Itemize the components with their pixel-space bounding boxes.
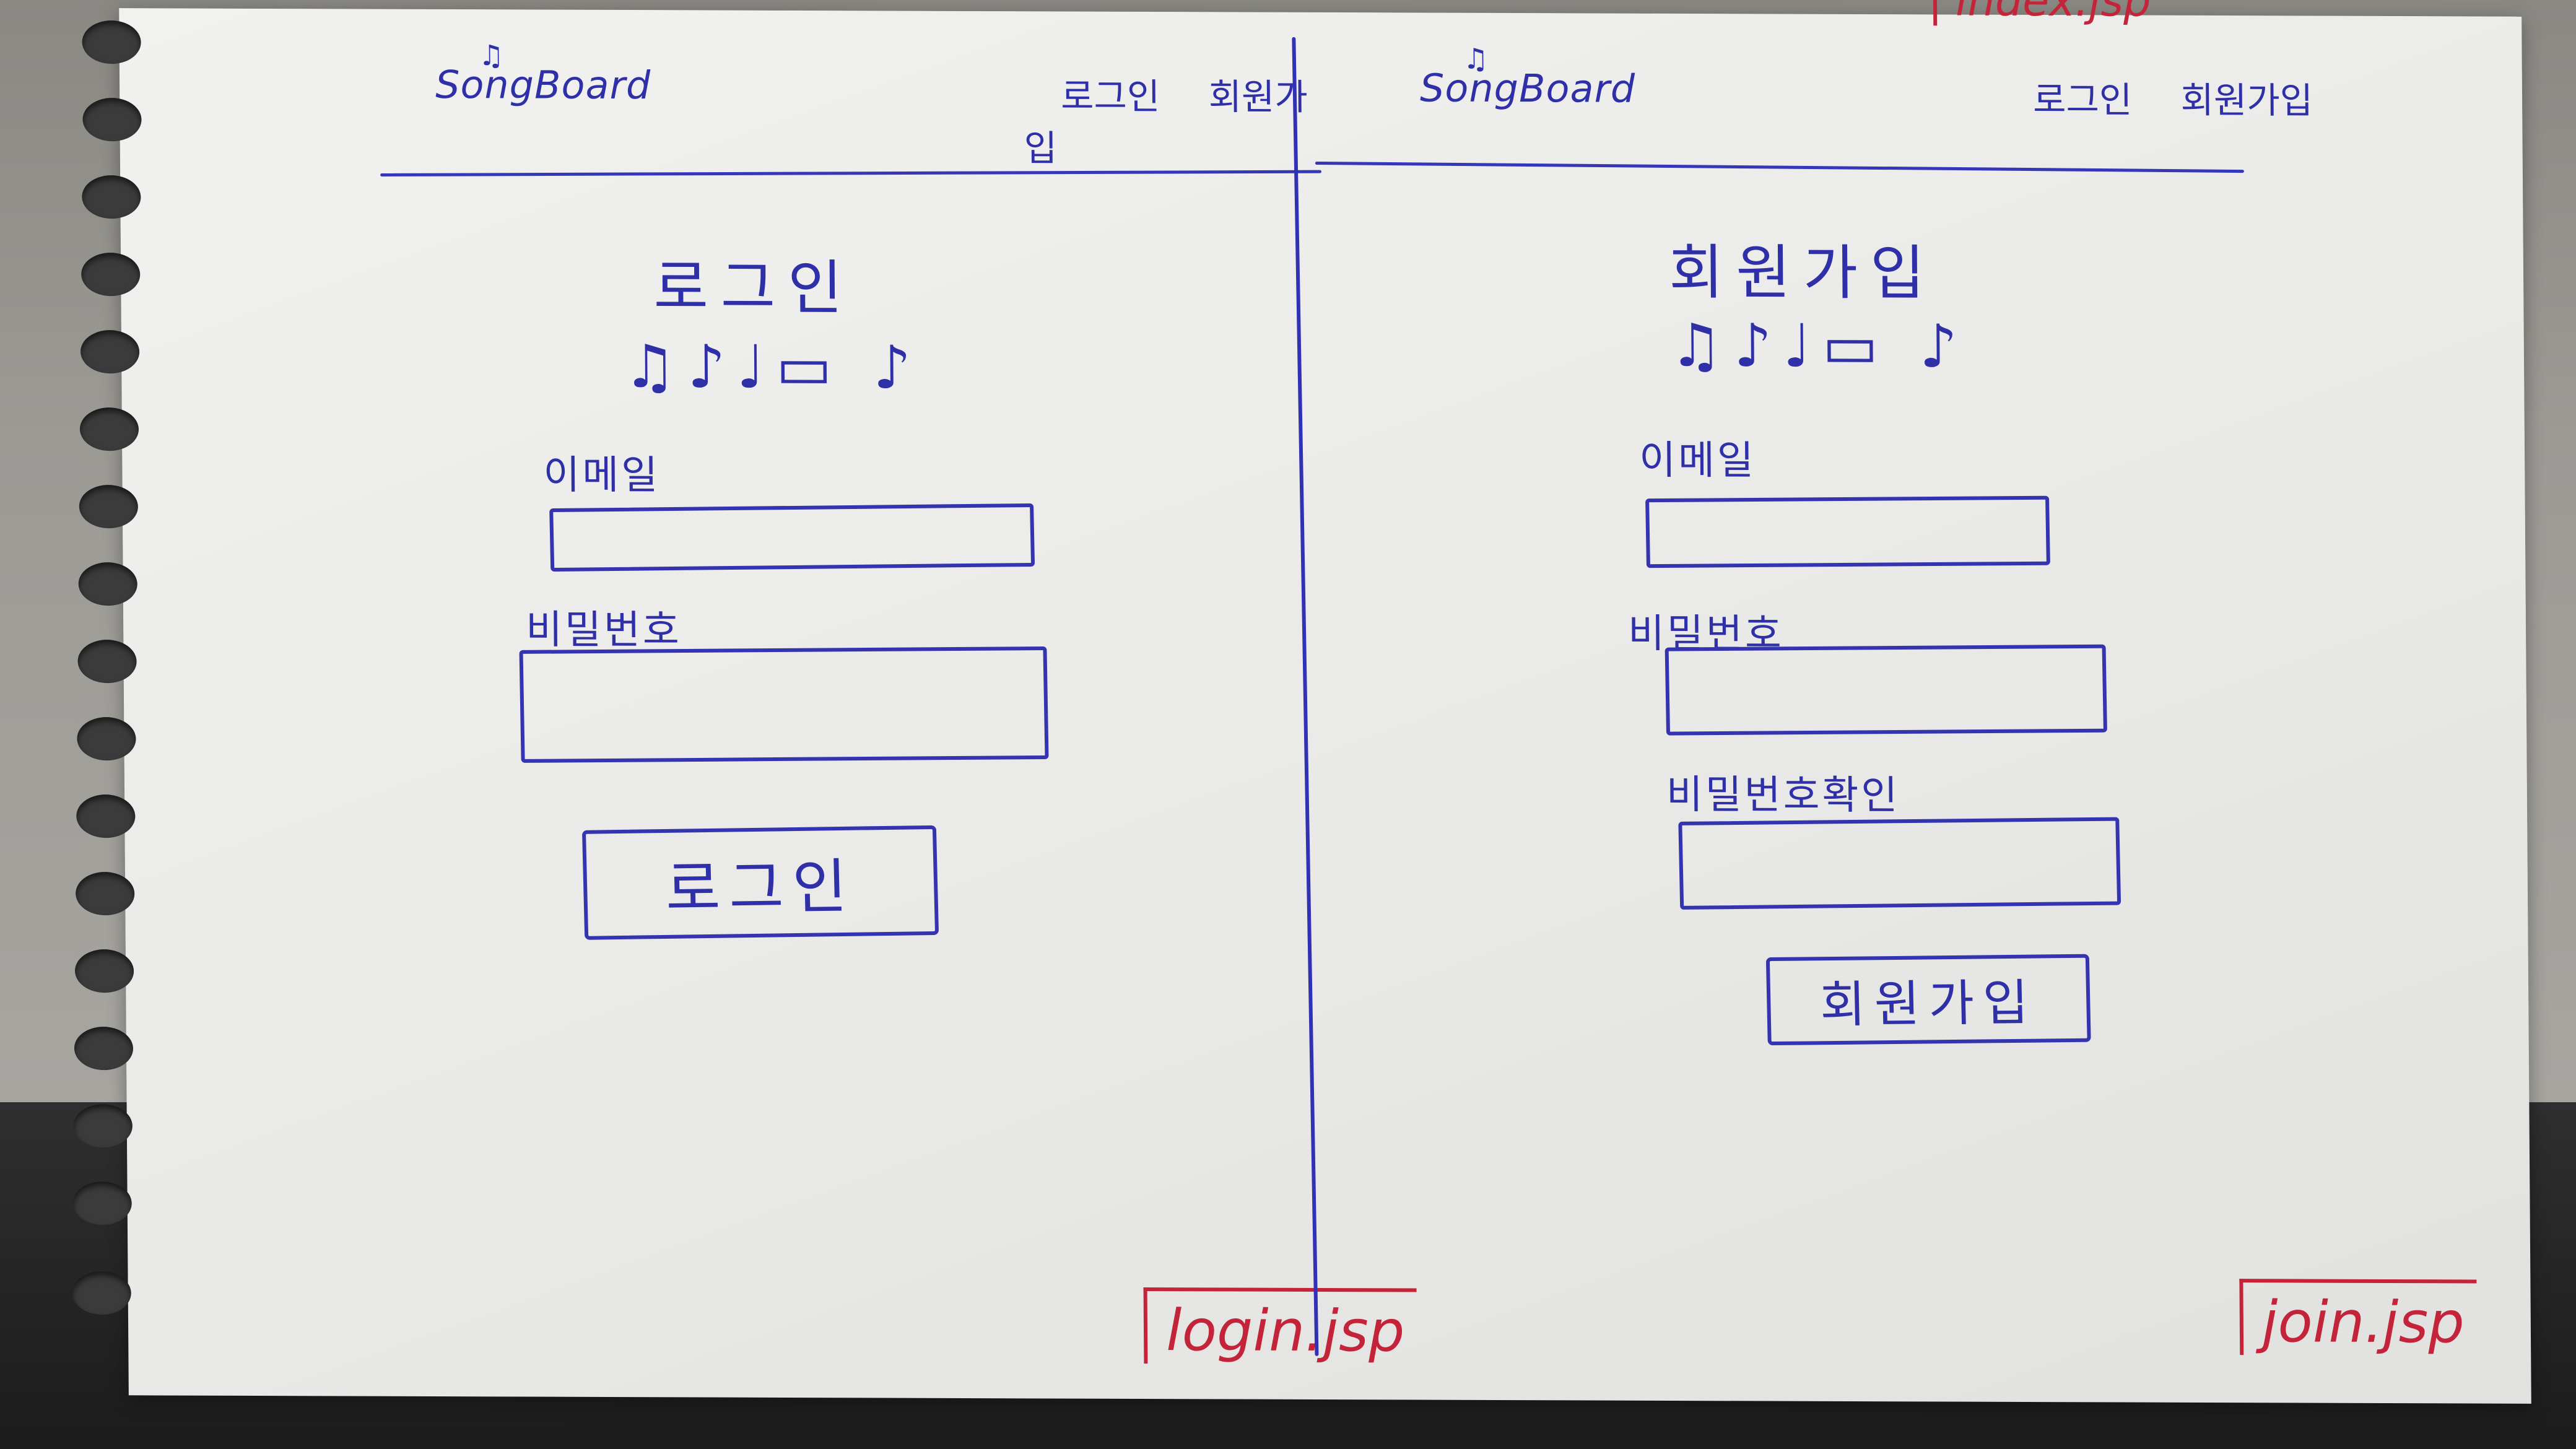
top-nav: 로그인 회원가입 [1024,67,1309,172]
password-input[interactable] [523,650,1048,760]
music-notes-icon: ♫♪♩▭ ♪ [622,332,923,402]
signup-button[interactable]: 회원가입 [1765,954,2091,1046]
password-confirm-label: 비밀번호확인 [1666,772,1900,819]
nav-login-link[interactable]: 로그인 [2032,78,2133,121]
password-confirm-field[interactable] [1678,817,2121,910]
email-input[interactable] [1649,499,2049,566]
password-confirm-input[interactable] [1682,820,2120,907]
page-title: 로그인 [653,253,855,323]
nav-login-link[interactable]: 로그인 [1060,75,1160,118]
logo[interactable]: ♫ SongBoard [1419,42,1636,111]
join-file-tag: join.jsp [2239,1279,2478,1356]
logo-notes-icon: ♫ [1463,41,1490,76]
top-nav: 로그인 회원가입 [1996,71,2313,124]
page-title: 회원가입 [1668,237,1938,308]
logo-text: SongBoard [435,61,651,108]
password-label: 비밀번호 [525,607,682,654]
nav-signup-link[interactable]: 회원가입 [2180,79,2313,122]
email-label: 이메일 [543,452,661,499]
logo-text: SongBoard [1419,65,1636,111]
logo[interactable]: ♫ SongBoard [435,38,651,108]
password-field[interactable] [1664,644,2107,736]
signup-page-sketch: ♫ SongBoard 로그인 회원가입 회원가입 ♫♪♩▭ ♪ 이메일 비밀번… [1314,12,2500,1404]
sketch-paper: index.jsp ♫ SongBoard 로그인 회원가입 로그인 ♫♪♩▭ … [72,0,2531,1404]
header-divider [1315,161,2244,173]
header-divider [380,170,1321,176]
email-label: 이메일 [1638,437,1757,484]
login-button[interactable]: 로그인 [581,825,939,940]
login-page-sketch: ♫ SongBoard 로그인 회원가입 로그인 ♫♪♩▭ ♪ 이메일 비밀번호… [119,8,1417,1399]
email-field[interactable] [1645,495,2050,568]
logo-notes-icon: ♫ [478,38,505,72]
email-input[interactable] [553,507,1034,570]
music-notes-icon: ♫♪♩▭ ♪ [1669,310,1969,381]
password-field[interactable] [519,646,1049,763]
password-input[interactable] [1668,648,2106,733]
email-field[interactable] [549,503,1035,572]
